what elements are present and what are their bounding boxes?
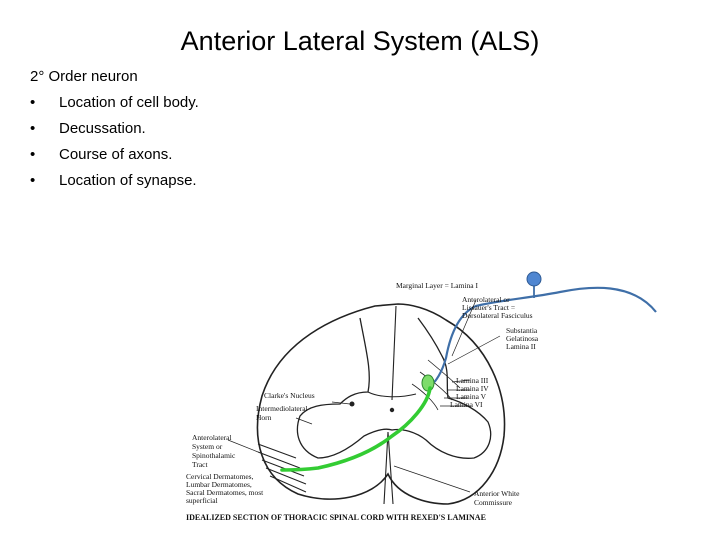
leader-lines	[227, 299, 501, 493]
bullet-list: • Location of cell body. • Decussation. • C…	[30, 90, 430, 194]
spinal-cord-diagram: Marginal Layer = Lamina I Anterolateral …	[186, 271, 657, 522]
dorsal-root-ganglion-cell-icon	[526, 271, 542, 287]
label-substantia-line-2: Gelatinosa	[506, 334, 539, 343]
label-substantia-line-1: Substantia	[506, 326, 538, 335]
label-als-line-1: Anterolateral	[192, 433, 232, 442]
slide-title: Anterior Lateral System (ALS)	[180, 26, 540, 56]
bullet-block: 2° Order neuron • Location of cell body. …	[30, 64, 430, 194]
second-order-cell-body-icon	[421, 374, 435, 392]
second-order-axon	[280, 386, 432, 472]
bullet-dot-icon: •	[30, 94, 36, 111]
bullet-text: Location of synapse.	[59, 172, 197, 189]
bullet-item: • Decussation.	[30, 116, 430, 142]
posterior-median-septum	[391, 305, 397, 401]
label-lamina-5: Lamina V	[456, 392, 487, 401]
bullet-text: Decussation.	[59, 120, 146, 137]
label-dermatomes-line-2: Lumbar Dermatomes,	[186, 480, 252, 489]
spinal-cord-figure: Marginal Layer = Lamina I Anterolateral …	[180, 262, 720, 540]
label-lamina-6: Lamina VI	[450, 400, 483, 409]
bullet-text: Course of axons.	[59, 146, 173, 163]
label-clarke-nucleus: Clarke's Nucleus	[264, 391, 315, 400]
bullet-dot-icon: •	[30, 120, 36, 137]
label-marginal-layer: Marginal Layer = Lamina I	[396, 281, 478, 290]
label-tract-line-1: Anterolateral or	[462, 295, 510, 304]
label-dermatomes-line-3: Sacral Dermatomes, most	[186, 488, 264, 497]
label-als-line-4: Tract	[192, 460, 208, 469]
anterior-median-fissure	[383, 431, 394, 505]
label-tract-line-3: Dorsolateral Fasciculus	[462, 311, 533, 320]
clarke-nucleus-dot	[349, 401, 355, 407]
first-order-afferent-axon	[429, 286, 657, 387]
gray-commissure	[367, 391, 417, 398]
bullet-dot-icon: •	[30, 172, 36, 189]
label-intermediolateral-line-2: Horn	[256, 413, 272, 422]
label-intermediolateral-line-1: Intermediolateral	[256, 404, 308, 413]
bullet-item: • Location of cell body.	[30, 90, 430, 116]
label-lamina-4: Lamina IV	[456, 384, 489, 393]
label-als-line-3: Spinothalamic	[192, 451, 236, 460]
anterolateral-tract-hatching	[257, 443, 307, 493]
bullet-item: • Course of axons.	[30, 142, 430, 168]
label-white-commissure-line-1: Anterior White	[474, 489, 520, 498]
figure-caption: IDEALIZED SECTION OF THORACIC SPINAL COR…	[186, 513, 486, 522]
spinal-cord-outline	[256, 303, 506, 505]
bullet-text: Location of cell body.	[59, 94, 199, 111]
bullet-heading: 2° Order neuron	[30, 68, 138, 85]
label-dermatomes-line-4: superficial	[186, 496, 218, 505]
bullet-dot-icon: •	[30, 146, 36, 163]
label-substantia-line-3: Lamina II	[506, 342, 536, 351]
label-white-commissure-line-2: Commissure	[474, 498, 513, 507]
central-canal	[389, 407, 395, 413]
bullet-item: • Location of synapse.	[30, 168, 430, 194]
label-tract-line-2: Lissauer's Tract =	[462, 303, 515, 312]
label-als-line-2: System or	[192, 442, 223, 451]
label-lamina-3: Lamina III	[456, 376, 489, 385]
label-dermatomes-line-1: Cervical Dermatomes,	[186, 472, 254, 481]
